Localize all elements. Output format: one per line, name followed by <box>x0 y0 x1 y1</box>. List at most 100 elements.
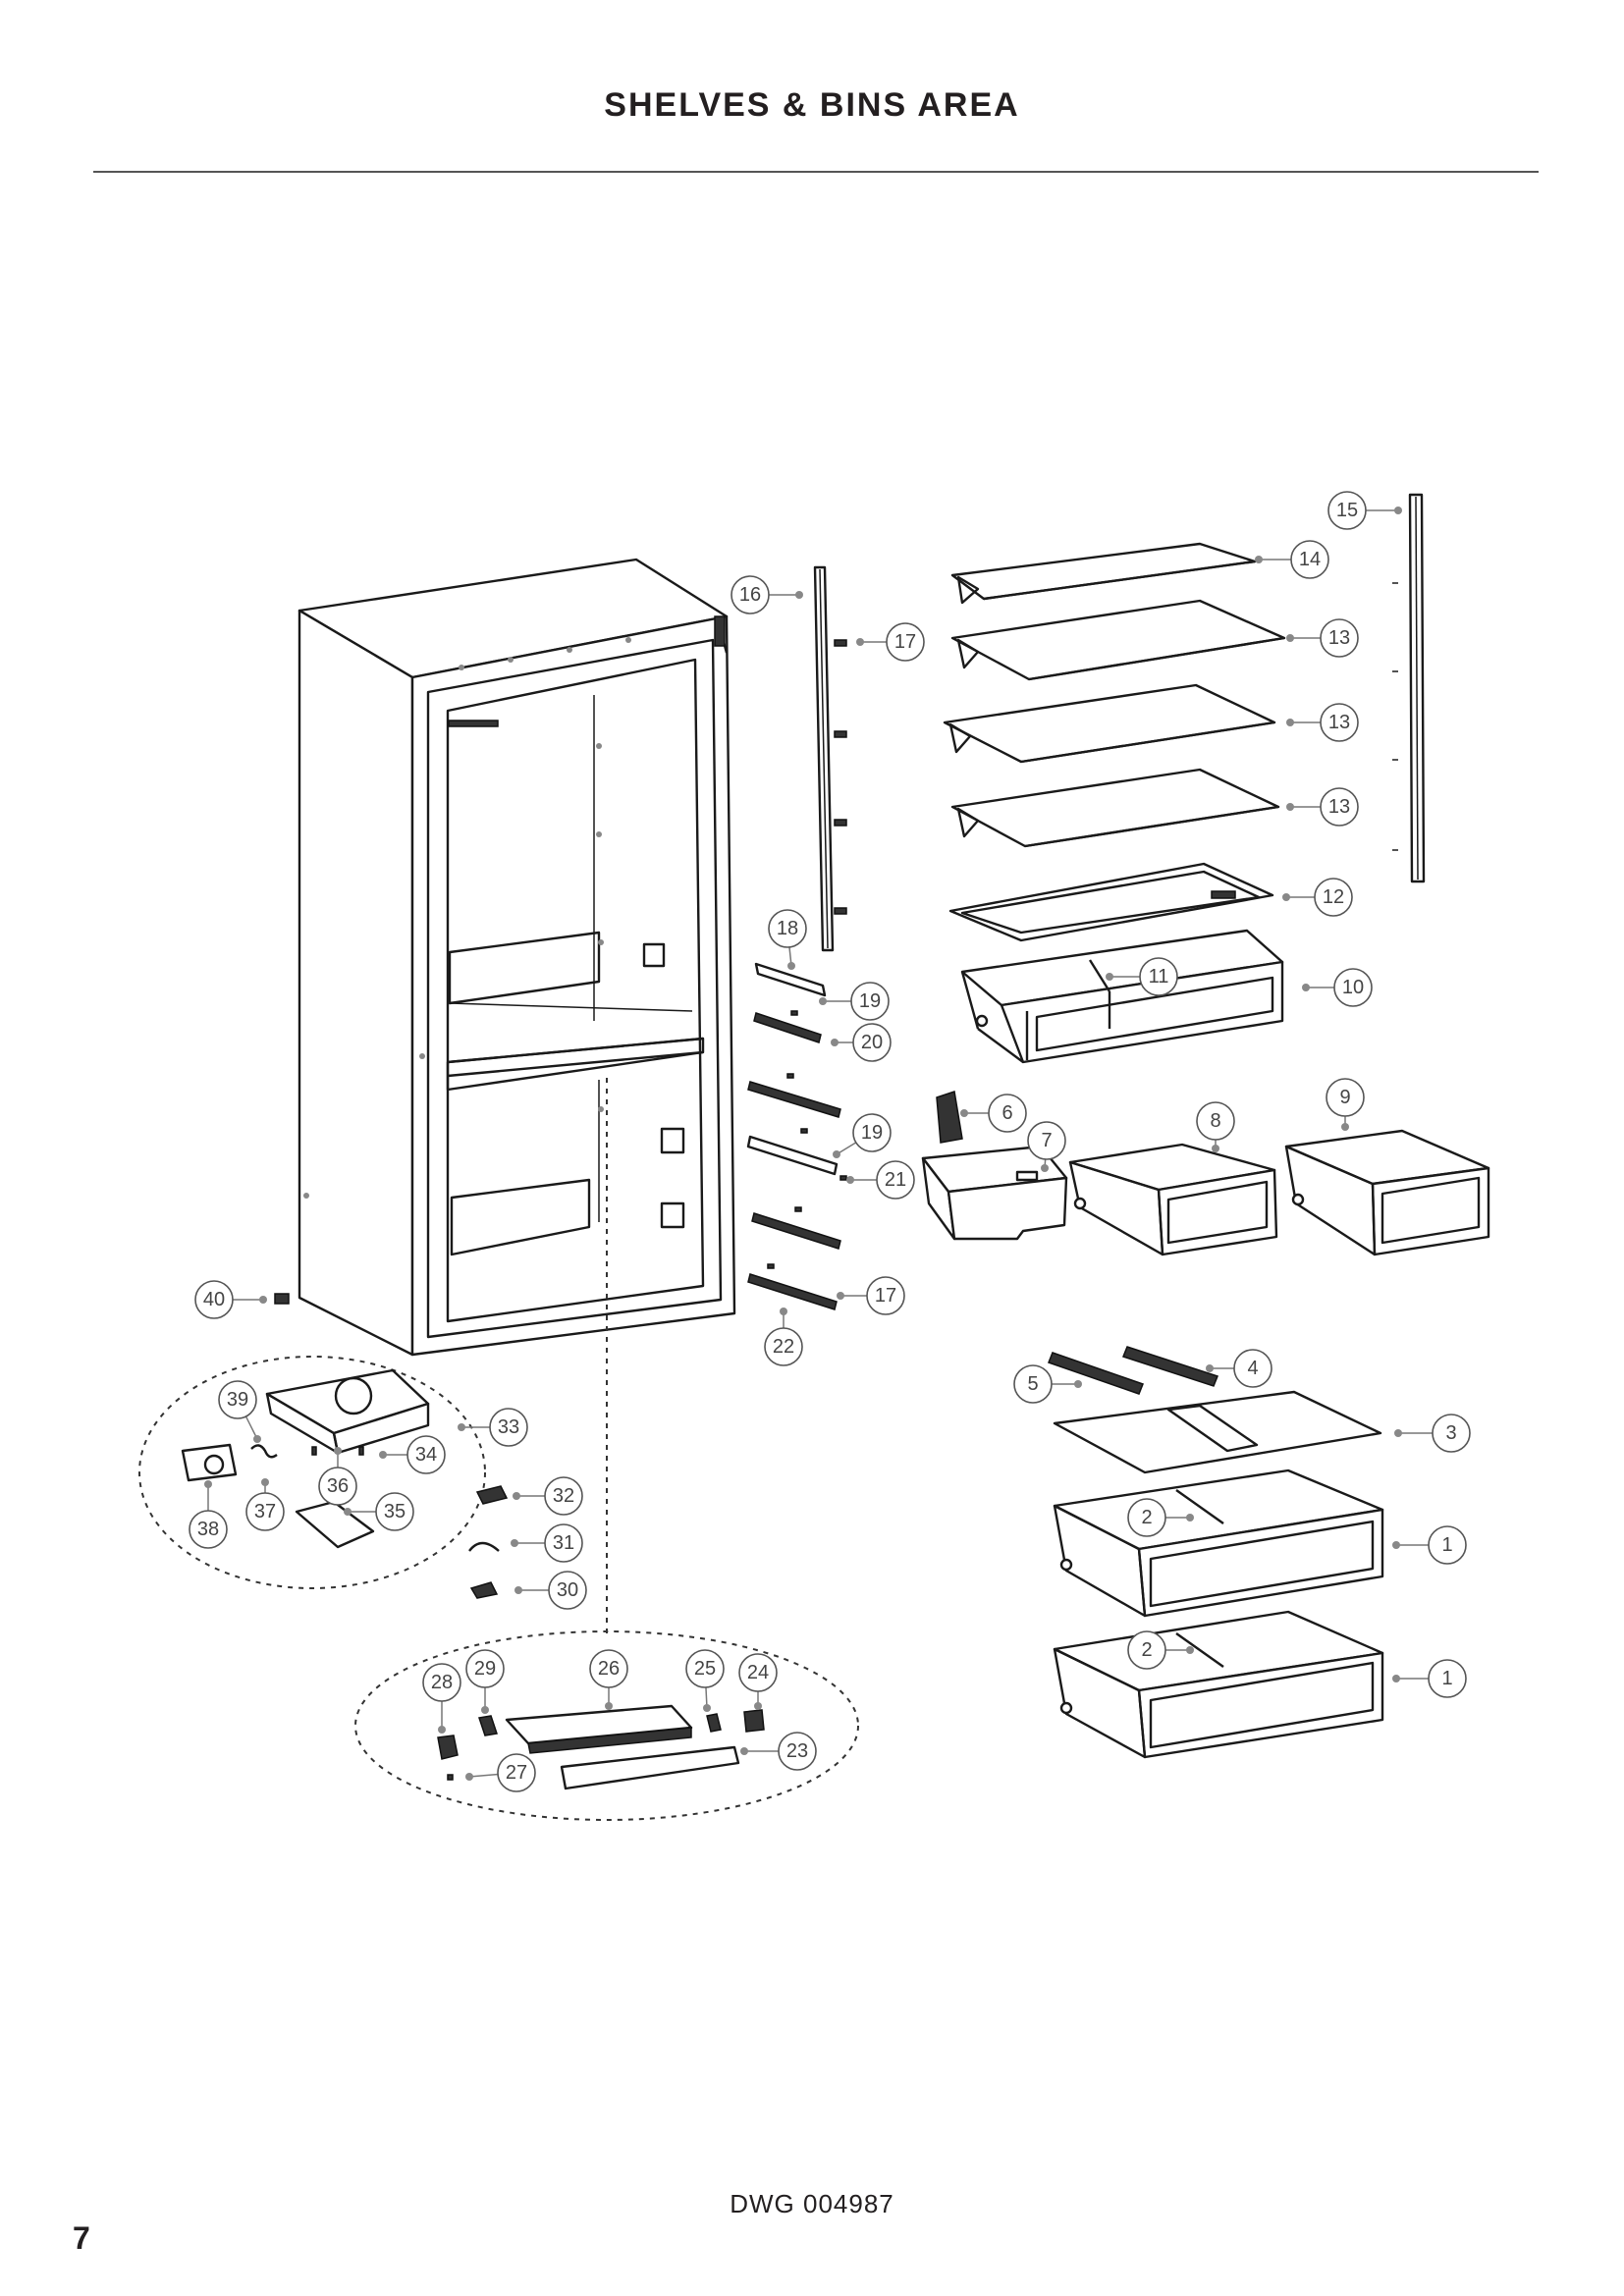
callout-circle <box>1428 1525 1467 1565</box>
hinge-24 <box>743 1709 765 1733</box>
callout-label: 32 <box>553 1485 574 1507</box>
drawer-rails <box>746 962 847 1310</box>
callout-dot <box>379 1451 387 1459</box>
callout-label: 10 <box>1342 977 1364 998</box>
callout-2: 2 <box>1127 1630 1194 1670</box>
callout-label: 6 <box>1001 1102 1012 1124</box>
callout-label: 23 <box>786 1740 808 1762</box>
callout-circle <box>1233 1349 1272 1388</box>
callout-label: 26 <box>598 1658 620 1680</box>
callout-circle <box>589 1649 628 1688</box>
panel-23 <box>560 1745 740 1790</box>
hinge-28 <box>437 1735 459 1760</box>
callout-circle <box>189 1510 228 1549</box>
callout-dot <box>831 1039 839 1046</box>
callout-label: 13 <box>1328 712 1350 733</box>
shelf-14 <box>950 542 1257 605</box>
callout-label: 15 <box>1336 500 1358 521</box>
callout-19: 19 <box>833 1113 892 1158</box>
callout-dot <box>1186 1646 1194 1654</box>
callout-17: 17 <box>856 622 925 662</box>
callout-label: 3 <box>1445 1422 1456 1444</box>
callout-label: 38 <box>197 1519 219 1540</box>
callout-circle <box>1290 540 1329 579</box>
callout-label: 8 <box>1210 1110 1220 1132</box>
callout-dot <box>1286 719 1294 726</box>
callout-circle <box>1320 618 1359 658</box>
callout-circle <box>738 1653 778 1692</box>
callout-28: 28 <box>422 1663 461 1734</box>
callout-circle <box>685 1649 725 1688</box>
callout-label: 31 <box>553 1532 574 1554</box>
callout-circle <box>375 1492 414 1531</box>
callout-label: 36 <box>327 1475 349 1497</box>
bin-7 <box>921 1145 1068 1241</box>
callout-label: 19 <box>861 1122 883 1144</box>
callout-dot <box>1041 1164 1049 1172</box>
callout-dot <box>1286 803 1294 811</box>
callout-circle <box>988 1094 1027 1133</box>
motor-38 <box>181 1443 238 1482</box>
callout-circle <box>497 1753 536 1792</box>
rail-screws <box>834 639 847 915</box>
callout-circle <box>422 1663 461 1702</box>
callout-label: 40 <box>203 1289 225 1310</box>
callout-36: 36 <box>318 1447 357 1506</box>
callout-circle <box>876 1160 915 1200</box>
callout-13: 13 <box>1286 618 1359 658</box>
sub-assembly-outline-upper <box>138 1356 486 1589</box>
bracket-32 <box>475 1485 509 1505</box>
callout-15: 15 <box>1327 491 1402 530</box>
shelf-13-top <box>950 599 1286 681</box>
callout-dot <box>1302 984 1310 991</box>
callout-circle <box>465 1649 505 1688</box>
callout-label: 1 <box>1441 1534 1452 1556</box>
shelf-12 <box>948 862 1274 942</box>
callout-circle <box>218 1380 257 1419</box>
bin-8 <box>1068 1143 1278 1256</box>
callout-circle <box>1027 1121 1066 1160</box>
callout-dot <box>1394 507 1402 514</box>
callout-10: 10 <box>1302 968 1373 1007</box>
callout-label: 30 <box>557 1579 578 1601</box>
callout-dot <box>819 997 827 1005</box>
callout-dot <box>253 1435 261 1443</box>
callout-33: 33 <box>458 1408 528 1447</box>
callout-dot <box>605 1702 613 1710</box>
callout-label: 28 <box>431 1672 453 1693</box>
callout-dot <box>787 962 795 970</box>
callout-label: 9 <box>1339 1087 1350 1108</box>
callout-31: 31 <box>511 1523 583 1563</box>
callout-circle <box>544 1476 583 1516</box>
callout-label: 35 <box>384 1501 406 1522</box>
callout-label: 27 <box>506 1762 527 1784</box>
callout-circle <box>1127 1630 1166 1670</box>
callout-circle <box>852 1113 892 1152</box>
callout-34: 34 <box>379 1435 446 1474</box>
callout-dot <box>833 1150 840 1158</box>
callout-label: 24 <box>747 1662 769 1683</box>
bracket-30 <box>469 1581 499 1599</box>
callout-label: 16 <box>739 584 761 606</box>
callout-circle <box>1013 1364 1053 1404</box>
callout-5: 5 <box>1013 1364 1082 1404</box>
callout-label: 22 <box>773 1336 794 1358</box>
callout-label: 12 <box>1323 886 1344 908</box>
callout-dot <box>511 1539 518 1547</box>
callout-6: 6 <box>960 1094 1027 1133</box>
rail-5 <box>1048 1352 1144 1395</box>
callout-dot <box>740 1747 748 1755</box>
callout-circle <box>406 1435 446 1474</box>
callout-dot <box>465 1773 473 1781</box>
callout-dot <box>458 1423 465 1431</box>
callout-circle <box>318 1467 357 1506</box>
callout-circle <box>866 1276 905 1315</box>
callout-circle <box>1428 1659 1467 1698</box>
callout-19: 19 <box>819 982 890 1021</box>
callout-7: 7 <box>1027 1121 1066 1172</box>
cover-3 <box>1053 1390 1382 1474</box>
callout-circle <box>1327 491 1367 530</box>
callout-label: 17 <box>894 631 916 653</box>
callout-1: 1 <box>1392 1525 1467 1565</box>
